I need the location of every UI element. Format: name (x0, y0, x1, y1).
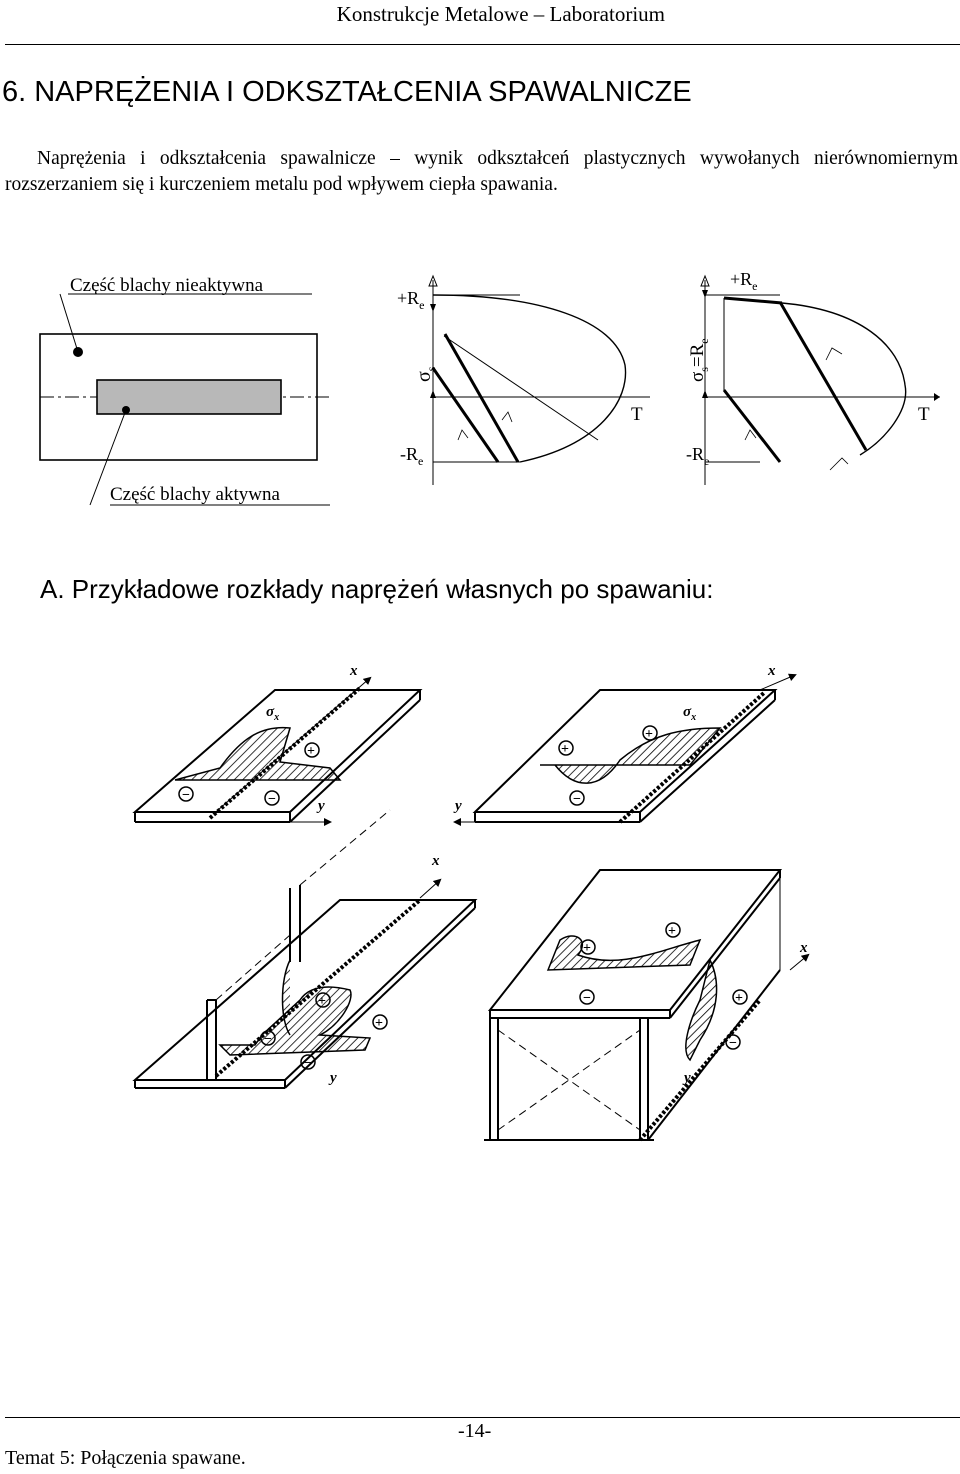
svg-text:y: y (453, 798, 462, 814)
section-title: 6. NAPRĘŻENIA I ODKSZTAŁCENIA SPAWALNICZ… (2, 76, 692, 108)
svg-text:+: + (375, 1016, 383, 1031)
box-section: + − + + − y x (484, 869, 810, 1142)
plot1-bottom: -Re (400, 444, 423, 468)
page-header: Konstrukcje Metalowe – Laboratorium (0, 0, 960, 45)
butt-weld-joint: − − + y x σx (132, 663, 423, 826)
page-number: -14- (458, 1420, 492, 1442)
header-rule (5, 44, 960, 45)
svg-text:y: y (328, 1070, 337, 1086)
svg-text:−: − (583, 991, 591, 1006)
label-active: Część blachy aktywna (110, 484, 280, 505)
plate-drawing: Część blachy nieaktywna Część blachy akt… (39, 275, 330, 506)
svg-text:−: − (264, 1032, 272, 1047)
intro-paragraph: Naprężenia i odkształcenia spawalnicze –… (5, 148, 958, 195)
svg-text:x: x (431, 853, 440, 869)
svg-text:−: − (573, 792, 581, 807)
plot2-t: T (918, 404, 930, 425)
svg-text:+: + (583, 941, 591, 956)
stress-temperature-figure: Część blachy nieaktywna Część blachy akt… (39, 269, 940, 506)
svg-text:+: + (735, 991, 743, 1006)
svg-text:x: x (349, 663, 358, 679)
svg-text:+: + (561, 742, 569, 757)
svg-text:+: + (307, 744, 315, 759)
stress-plot-2: +Re -Re σs=Re T (686, 269, 940, 485)
label-inactive: Część blachy nieaktywna (70, 275, 264, 296)
plot1-axis: σs (413, 366, 438, 382)
plot2-top: +Re (730, 269, 758, 293)
svg-text:+: + (318, 994, 326, 1009)
edge-weld-joint: + − + y x σx (453, 663, 797, 826)
svg-text:−: − (182, 788, 190, 803)
plot2-axis: σs=Re (687, 338, 711, 382)
svg-text:σx: σx (266, 704, 279, 723)
t-joint: − − + + y x (132, 809, 478, 1089)
plot2-bottom: -Re (686, 444, 709, 468)
svg-text:y: y (682, 1070, 691, 1086)
plot1-top: +Re (397, 288, 425, 312)
subsection-title: A. Przykładowe rozkłady naprężeń własnyc… (40, 574, 714, 604)
svg-text:y: y (316, 798, 325, 814)
stress-plot-1: +Re -Re σs T (397, 274, 650, 485)
header-title: Konstrukcje Metalowe – Laboratorium (336, 2, 665, 26)
svg-text:−: − (729, 1036, 737, 1051)
svg-text:x: x (799, 940, 808, 956)
residual-stress-figure: − − + y x σx + − + y x σx (132, 663, 810, 1142)
svg-text:+: + (668, 924, 676, 939)
svg-text:σx: σx (683, 704, 696, 723)
plot1-t: T (631, 404, 643, 425)
svg-text:−: − (304, 1056, 312, 1071)
footer-topic: Temat 5: Połączenia spawane. (5, 1447, 246, 1469)
svg-text:−: − (268, 792, 276, 807)
svg-text:+: + (645, 727, 653, 742)
svg-text:x: x (767, 663, 776, 679)
footer-rule (5, 1417, 960, 1418)
